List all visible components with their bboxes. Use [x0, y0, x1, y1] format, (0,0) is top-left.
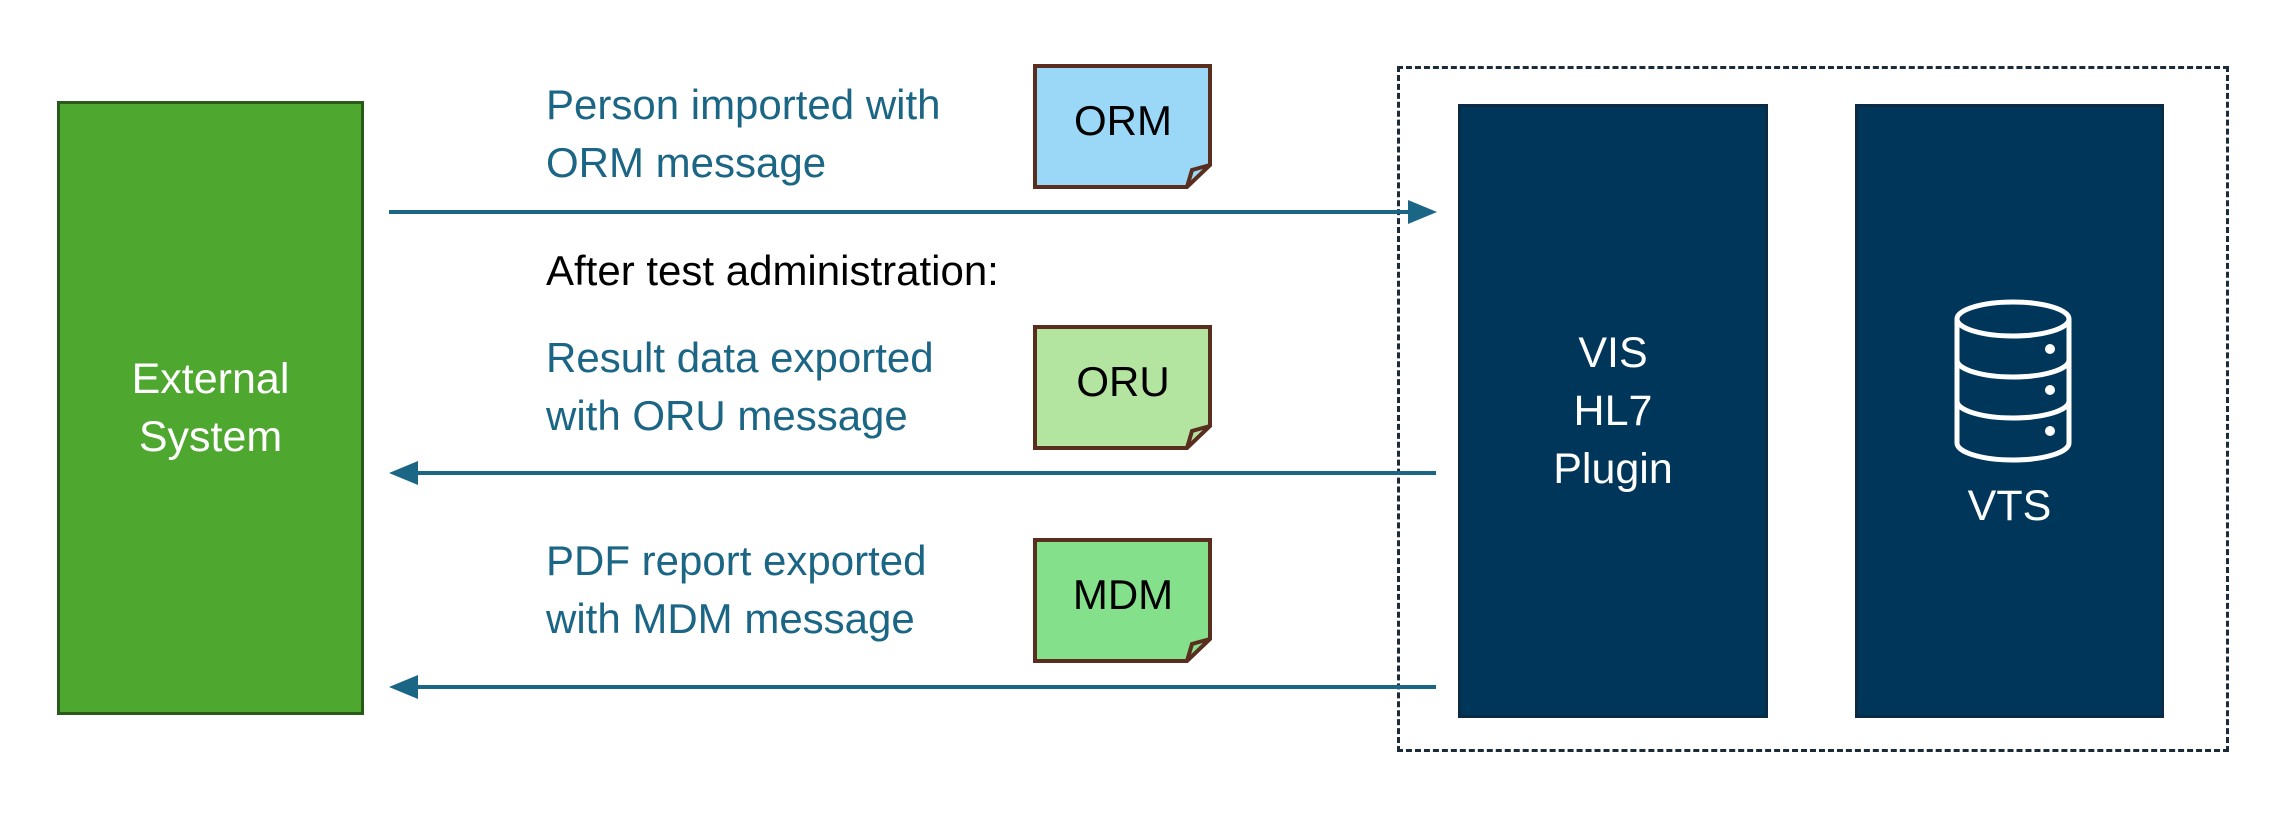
mdm-badge-label: MDM — [1072, 571, 1174, 618]
orm-arrow-head — [1408, 200, 1437, 224]
mdm-description-line-1: PDF report exported — [546, 537, 927, 584]
vis-hl7-plugin-box: VIS HL7 Plugin — [1458, 104, 1768, 718]
mdm-description: PDF report exported with MDM message — [546, 532, 927, 648]
oru-badge: ORU — [1033, 325, 1213, 450]
orm-description-line-2: ORM message — [546, 139, 827, 186]
oru-description-line-1: Result data exported — [546, 334, 934, 381]
external-system-label-line-2: System — [138, 413, 283, 461]
database-icon — [1954, 299, 2072, 463]
oru-badge-label: ORU — [1076, 358, 1170, 405]
oru-arrow-head — [389, 461, 418, 485]
vts-label: VTS — [1967, 482, 2052, 530]
oru-description: Result data exported with ORU message — [546, 329, 934, 445]
orm-badge-label: ORM — [1074, 97, 1172, 144]
external-system-label-line-1: External — [131, 355, 290, 403]
system-boundary — [1397, 66, 2229, 752]
orm-badge-shape — [1033, 64, 1212, 189]
oru-description-line-2: with ORU message — [546, 392, 908, 439]
vis-plugin-label-line-3: Plugin — [1553, 445, 1673, 493]
mdm-description-line-2: with MDM message — [546, 595, 915, 642]
oru-badge-shape — [1033, 325, 1212, 450]
external-system-box: External System — [57, 101, 364, 715]
orm-badge: ORM — [1033, 64, 1213, 189]
mdm-badge: MDM — [1033, 538, 1213, 663]
mdm-arrow-head — [389, 675, 418, 699]
vis-plugin-label-line-2: HL7 — [1573, 387, 1653, 435]
vis-plugin-label-line-1: VIS — [1578, 329, 1648, 377]
after-test-note: After test administration: — [546, 247, 999, 294]
orm-description-line-1: Person imported with — [546, 81, 941, 128]
orm-description: Person imported with ORM message — [546, 76, 941, 192]
mdm-badge-shape — [1033, 538, 1212, 663]
vts-box: VTS — [1855, 104, 2164, 718]
